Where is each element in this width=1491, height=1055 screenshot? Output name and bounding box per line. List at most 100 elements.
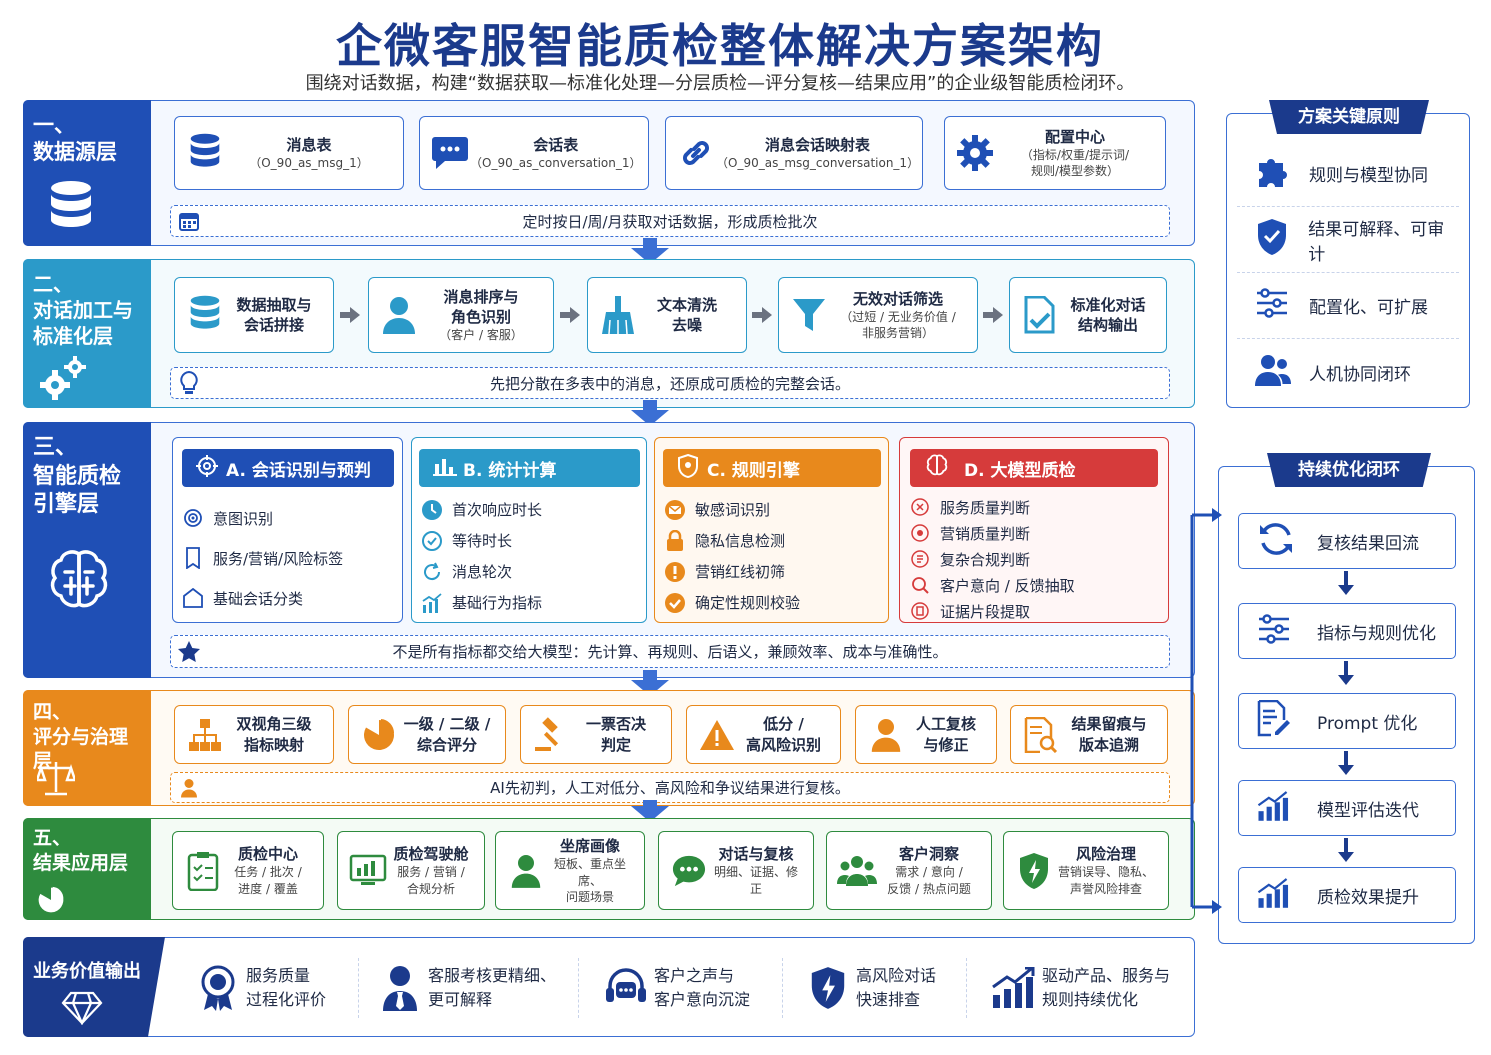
search-icon <box>912 577 929 594</box>
card-title: 对话与复核 <box>718 845 794 864</box>
alert-icon <box>665 561 685 582</box>
engine-c-head[interactable]: C. 规则引擎 <box>663 449 881 487</box>
principle-item: 结果可解释、可审计 <box>1237 207 1459 273</box>
card-customer-insight[interactable]: 客户洞察需求 / 意向 /反馈 / 热点问题 <box>826 831 992 910</box>
loop-step[interactable]: Prompt 优化 <box>1238 693 1456 749</box>
value-divider <box>966 958 967 1018</box>
page-title: 企微客服智能质检整体解决方案架构 <box>336 19 1104 73</box>
card-extract-stitch[interactable]: 数据抽取与会话拼接 <box>174 277 334 353</box>
card-config-center[interactable]: 配置中心（指标/权重/提示词/规则/模型参数） <box>944 116 1166 190</box>
filter-icon <box>793 299 825 331</box>
diamond-icon <box>61 991 103 1025</box>
note-text: AI先初判，人工对低分、高风险和争议结果进行复核。 <box>490 779 850 797</box>
card-standard-output[interactable]: 标准化对话结构输出 <box>1009 277 1167 353</box>
card-indicator-mapping[interactable]: 双视角三级指标映射 <box>174 705 334 764</box>
card-sub: 需求 / 意向 / <box>895 865 963 880</box>
card-title: 质检中心 <box>237 845 298 864</box>
card-sub2: 规则/模型参数） <box>1030 164 1120 179</box>
card-qc-dashboard[interactable]: 质检驾驶舱服务 / 营销 /合规分析 <box>337 831 485 910</box>
card-veto[interactable]: 一票否决判定 <box>520 705 672 764</box>
card-title: 消息排序与 <box>443 287 519 306</box>
loop-step[interactable]: 指标与规则优化 <box>1238 603 1456 659</box>
layer4-side: 四、 评分与治理层 <box>23 690 151 806</box>
engine-c-item: 隐私信息检测 <box>655 525 888 556</box>
mail-icon <box>665 499 685 520</box>
user-icon <box>181 778 197 797</box>
chat-bubble-icon <box>672 855 706 886</box>
agent-icon <box>511 854 541 888</box>
card-title: 风险治理 <box>1075 845 1136 864</box>
card-title2: 会话拼接 <box>243 316 304 334</box>
growth-chart-icon <box>1257 877 1289 908</box>
card-text-clean[interactable]: 文本清洗去噪 <box>587 277 747 353</box>
check-circle-icon <box>665 592 685 613</box>
layer5-name: 结果应用层 <box>33 851 129 874</box>
card-mapping-table[interactable]: 消息会话映射表（O_90_as_msg_conversation_1） <box>665 116 923 190</box>
card-title2: 综合评分 <box>416 735 477 754</box>
warning-icon <box>700 719 734 750</box>
card-scoring[interactable]: 一级 / 二级 /综合评分 <box>348 705 506 764</box>
layer3-name-line2: 引擎层 <box>33 492 100 518</box>
card-title: 标准化对话 <box>1070 295 1146 314</box>
card-title2: 版本追溯 <box>1078 735 1139 754</box>
loop-step[interactable]: 质检效果提升 <box>1238 867 1456 923</box>
card-title2: 去噪 <box>671 316 702 334</box>
value-item: 客户之声与客户意向沉淀 <box>598 958 778 1018</box>
engine-a-title: A. 会话识别与预判 <box>226 460 371 481</box>
engine-b-head[interactable]: B. 统计计算 <box>419 449 640 487</box>
card-title: 会话表 <box>533 135 579 154</box>
document-edit-icon <box>1257 699 1290 736</box>
engine-d-title: D. 大模型质检 <box>964 460 1076 481</box>
card-dialog-review[interactable]: 对话与复核明细、证据、修正 <box>658 831 814 910</box>
card-sub: 营销误导、隐私、 <box>1057 865 1154 880</box>
card-title: 坐席画像 <box>559 837 620 856</box>
category-icon <box>183 588 203 608</box>
card-title: 消息会话映射表 <box>765 135 871 154</box>
target-icon <box>911 524 929 542</box>
card-title2: 指标映射 <box>243 735 304 754</box>
database-icon <box>51 181 91 227</box>
engine-c-item: 营销红线初筛 <box>655 556 888 587</box>
layer3-note: 不是所有指标都交给大模型：先计算、再规则、后语义，兼顾效率、成本与准确性。 <box>170 635 1170 668</box>
layer2-number: 二、 <box>33 272 73 296</box>
card-high-risk[interactable]: 低分 /高风险识别 <box>686 705 841 764</box>
engine-d-head[interactable]: D. 大模型质检 <box>910 449 1158 487</box>
card-qc-center[interactable]: 质检中心任务 / 批次 /进度 / 覆盖 <box>172 831 324 910</box>
crosshair-icon <box>196 454 218 477</box>
card-risk-governance[interactable]: 风险治理营销误导、隐私、声誉风险排查 <box>1003 831 1169 910</box>
layer1-number: 一、 <box>33 113 75 137</box>
engine-a-head[interactable]: A. 会话识别与预判 <box>182 449 394 487</box>
engine-c-item: 敏感词识别 <box>655 494 888 525</box>
card-msg-table[interactable]: 消息表（O_90_as_msg_1） <box>174 116 404 190</box>
value-divider <box>358 958 359 1018</box>
card-invalid-filter[interactable]: 无效对话筛选（过短 / 无业务价值 /非服务营销） <box>778 277 978 353</box>
layer1-name: 数据源层 <box>33 140 117 165</box>
loop-step[interactable]: 模型评估迭代 <box>1238 780 1456 836</box>
process-arrow <box>340 307 360 323</box>
card-manual-review[interactable]: 人工复核与修正 <box>855 705 997 764</box>
card-agent-profile[interactable]: 坐席画像短板、重点坐席、问题场景 <box>495 831 645 910</box>
target-icon <box>184 509 202 527</box>
principle-item: 配置化、可扩展 <box>1237 273 1459 339</box>
pie-chart-icon <box>38 886 64 913</box>
card-title: 客户洞察 <box>898 845 959 864</box>
card-title: 质检驾驶舱 <box>393 845 469 864</box>
shield-check-icon <box>1258 219 1286 255</box>
card-sub: （客户 / 客服） <box>439 328 523 343</box>
rule-icon <box>911 550 929 568</box>
principles-panel: 方案关键原则 规则与模型协同 结果可解释、可审计 配置化、可扩展 人机协同闭环 <box>1226 100 1470 408</box>
card-title: 一级 / 二级 / <box>403 715 491 734</box>
card-sub: 明细、证据、修正 <box>713 865 798 896</box>
loop-step[interactable]: 复核结果回流 <box>1238 513 1456 569</box>
layer1-note: 定时按日/周/月获取对话数据，形成质检批次 <box>170 205 1170 237</box>
card-sort-role[interactable]: 消息排序与角色识别（客户 / 客服） <box>368 277 554 353</box>
card-conversation-table[interactable]: 会话表（O_90_as_conversation_1） <box>419 116 649 190</box>
user-icon <box>383 297 415 334</box>
card-title: 无效对话筛选 <box>852 289 943 308</box>
engine-b: B. 统计计算 首次响应时长 等待时长 消息轮次 基础行为指标 <box>411 437 647 623</box>
card-title2: 结构输出 <box>1077 316 1138 334</box>
card-trace-version[interactable]: 结果留痕与版本追溯 <box>1010 705 1168 764</box>
engine-c-title: C. 规则引擎 <box>707 460 800 481</box>
business-value-label: 业务价值输出 <box>33 961 141 982</box>
layer3-name-line1: 智能质检 <box>33 463 122 489</box>
